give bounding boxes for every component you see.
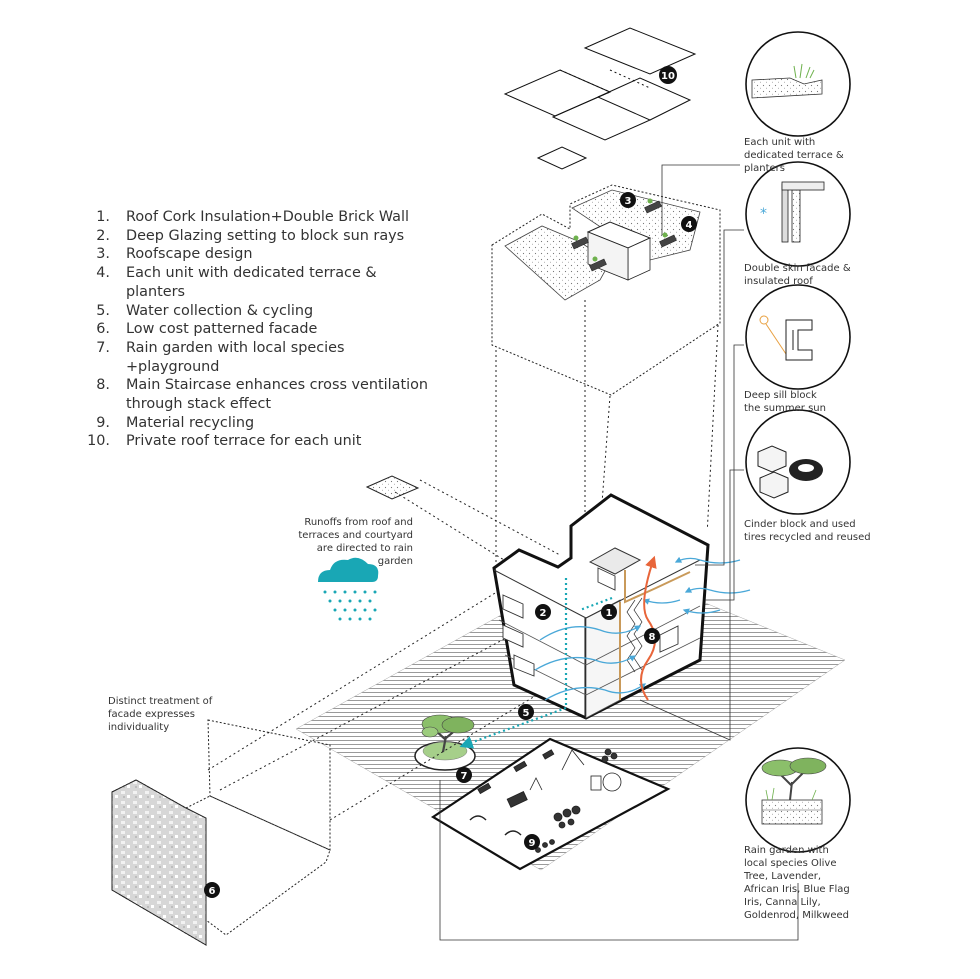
- legend-text: Each unit with dedicated terrace & plant…: [126, 265, 377, 300]
- legend-text: Roof Cork Insulation+Double Brick Wall: [126, 209, 409, 225]
- playground-items: [469, 748, 622, 853]
- legend-number: 7.: [96, 339, 110, 356]
- legend-text: Water collection & cycling: [126, 302, 314, 319]
- legend-number: 6.: [96, 321, 110, 338]
- svg-text:5: 5: [523, 708, 530, 719]
- svg-text:7: 7: [461, 771, 468, 782]
- legend-number: 3.: [96, 246, 110, 263]
- legend-number: 2.: [96, 227, 110, 244]
- svg-text:2: 2: [540, 608, 547, 619]
- detail-circle-rain-garden: [745, 747, 851, 853]
- ground-plane: [295, 559, 846, 871]
- caption-terrace: Each unit with dedicated terrace & plant…: [744, 137, 844, 174]
- badge-10: 10: [659, 66, 677, 84]
- svg-text:6: 6: [209, 886, 216, 897]
- svg-text:9: 9: [529, 838, 536, 849]
- legend-text: Material recycling: [126, 414, 255, 431]
- svg-text:8: 8: [649, 632, 656, 643]
- caption-sill: Deep sill block the summer sun: [744, 390, 826, 414]
- svg-text:10: 10: [661, 71, 675, 82]
- detail-circle-double-skin: *: [745, 161, 851, 267]
- legend-text: Deep Glazing setting to block sun rays: [126, 227, 405, 244]
- legend-item: 1. Roof Cork Insulation+Double Brick Wall: [70, 208, 430, 227]
- caption-facade: Distinct treatment of facade expresses i…: [108, 696, 213, 733]
- legend-item: 9. Material recycling: [70, 414, 430, 433]
- legend-item: 2. Deep Glazing setting to block sun rays: [70, 227, 430, 246]
- legend-item: 5. Water collection & cycling: [70, 302, 430, 321]
- caption-rain-garden: Rain garden with local species Olive Tre…: [744, 845, 850, 921]
- badge-2: 2: [535, 604, 551, 620]
- badge-7: 7: [456, 767, 472, 783]
- legend-item: 4. Each unit with dedicated terrace & pla…: [70, 264, 430, 301]
- caption-runoff: Runoffs from roof and terraces and court…: [298, 517, 413, 567]
- detail-circle-sill: [745, 284, 851, 390]
- rain-cloud-icon: [318, 557, 379, 621]
- svg-text:4: 4: [686, 220, 693, 231]
- badge-3: 3: [620, 192, 636, 208]
- badge-5: 5: [518, 704, 534, 720]
- detail-circle-terrace: [745, 31, 851, 137]
- badge-9: 9: [524, 834, 540, 850]
- legend-item: 8. Main Staircase enhances cross ventilat…: [70, 376, 430, 413]
- legend-text: Low cost patterned facade: [126, 321, 318, 338]
- roof-terrace-plans: [503, 27, 697, 170]
- legend-list: 1. Roof Cork Insulation+Double Brick Wall…: [70, 208, 430, 451]
- svg-text:3: 3: [625, 196, 632, 207]
- detached-slab: [365, 475, 420, 500]
- leader-lines: [439, 164, 799, 941]
- svg-text:*: *: [760, 206, 767, 222]
- svg-text:1: 1: [606, 608, 613, 619]
- wind-arrows: [534, 556, 751, 701]
- legend-item: 10. Private roof terrace for each unit: [70, 432, 430, 451]
- rain-garden-tree: [414, 714, 476, 771]
- facade-fragment: [111, 719, 331, 946]
- legend-item: 6. Low cost patterned facade: [70, 320, 430, 339]
- roofscape-block: [491, 184, 721, 396]
- legend-number: 10.: [87, 433, 110, 450]
- badge-8: 8: [644, 628, 660, 644]
- water-collection-path: [459, 578, 613, 749]
- badge-1: 1: [601, 604, 617, 620]
- legend-item: 7. Rain garden with local species +playgr…: [70, 339, 430, 376]
- legend-number: 9.: [96, 414, 110, 431]
- legend-text: Roofscape design: [126, 246, 253, 263]
- legend-text: Private roof terrace for each unit: [126, 433, 362, 450]
- legend-number: 1.: [96, 209, 110, 225]
- legend-item: 3. Roofscape design: [70, 245, 430, 264]
- legend-number: 4.: [96, 265, 110, 282]
- badge-4: 4: [681, 216, 697, 232]
- caption-double-skin: Double skin facade & insulated roof: [744, 263, 851, 287]
- detail-circle-cinder: [745, 409, 851, 515]
- caption-cinder: Cinder block and used tires recycled and…: [744, 519, 871, 543]
- legend-number: 5.: [96, 302, 110, 319]
- legend-number: 8.: [96, 377, 110, 394]
- legend-text: Main Staircase enhances cross ventilatio…: [126, 377, 429, 413]
- badge-6: 6: [204, 882, 220, 898]
- legend-text: Rain garden with local species +playgrou…: [126, 339, 345, 375]
- main-building: [492, 493, 712, 720]
